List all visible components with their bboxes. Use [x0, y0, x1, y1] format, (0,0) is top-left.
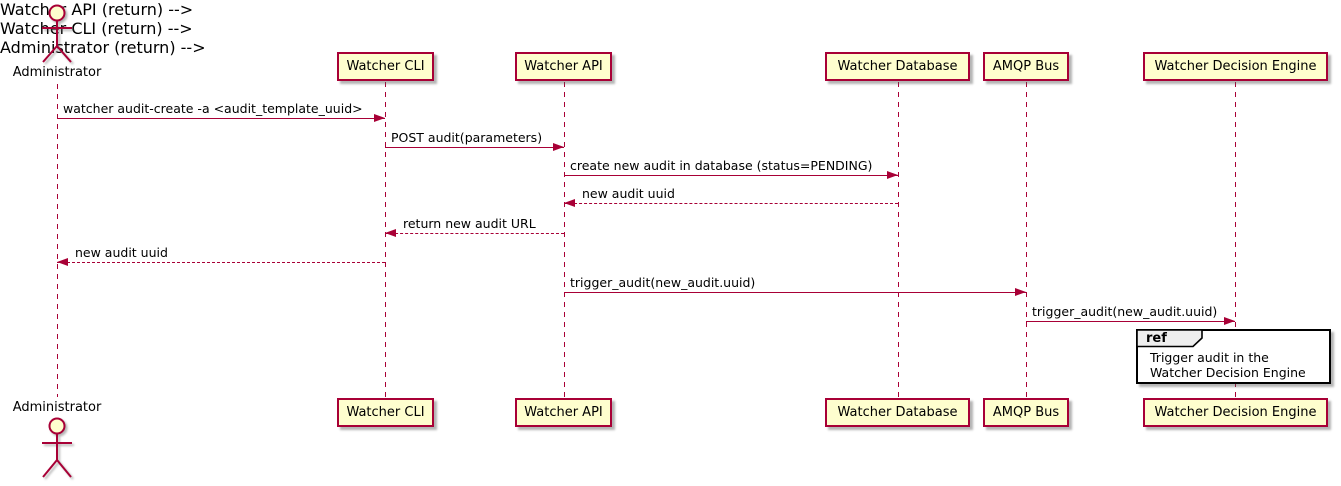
message-2-arrowhead [553, 143, 564, 151]
message-7-arrowhead [1015, 288, 1026, 296]
participant-watcher-api-bottom: Watcher API [515, 398, 612, 427]
ref-text-line-1: Trigger audit in the [1150, 350, 1269, 365]
message-3-label: create new audit in database (status=PEN… [570, 158, 873, 173]
lifeline-amqp-bus [1026, 82, 1027, 398]
message-5-label: return new audit URL [403, 216, 536, 231]
message-4-arrowhead [564, 199, 575, 207]
ref-keyword: ref [1146, 331, 1167, 346]
message-1-line [57, 118, 385, 119]
participant-amqp-bus-top: AMQP Bus [983, 52, 1069, 81]
ref-pentagon [1136, 329, 1203, 348]
message-2-label: POST audit(parameters) [391, 130, 543, 145]
message-3-arrowhead [887, 171, 898, 179]
message-1-label: watcher audit-create -a <audit_template_… [63, 101, 363, 116]
actor-label-top: Administrator [12, 65, 102, 80]
ref-fragment: ref Trigger audit in the Watcher Decisio… [1136, 329, 1331, 384]
administrator-actor-icon [42, 4, 72, 63]
participant-watcher-cli-bottom: Watcher CLI [337, 398, 434, 427]
message-8-label: trigger_audit(new_audit.uuid) [1032, 304, 1218, 319]
lifeline-watcher-cli [385, 82, 386, 398]
message-8-arrowhead [1224, 317, 1235, 325]
message-4-line [564, 203, 898, 204]
participant-amqp-bus-bottom: AMQP Bus [983, 398, 1069, 427]
lifeline-watcher-database [898, 82, 899, 398]
ref-text-line-2: Watcher Decision Engine [1150, 365, 1306, 380]
participant-watcher-database-top: Watcher Database [825, 52, 970, 81]
message-5-line [385, 233, 564, 234]
participant-watcher-decision-engine-bottom: Watcher Decision Engine [1143, 398, 1328, 427]
message-5-arrowhead [385, 229, 396, 237]
message-3-line [564, 175, 898, 176]
message-8-line [1026, 321, 1235, 322]
message-2-line [385, 147, 564, 148]
participant-watcher-decision-engine-top: Watcher Decision Engine [1143, 52, 1328, 81]
participant-watcher-database-bottom: Watcher Database [825, 398, 970, 427]
actor-label-bottom: Administrator [12, 400, 102, 415]
message-7-line [564, 292, 1026, 293]
lifeline-administrator [57, 84, 58, 397]
participant-watcher-api-top: Watcher API [515, 52, 612, 81]
message-1-arrowhead [374, 114, 385, 122]
message-6-line [57, 262, 385, 263]
administrator-actor-icon-bottom [42, 417, 72, 478]
message-7-label: trigger_audit(new_audit.uuid) [570, 275, 756, 290]
lifeline-watcher-api [564, 82, 565, 398]
participant-watcher-cli-top: Watcher CLI [337, 52, 434, 81]
lifeline-watcher-decision-engine [1235, 82, 1236, 398]
message-6-label: new audit uuid [75, 245, 168, 260]
message-6-arrowhead [57, 258, 68, 266]
message-4-label: new audit uuid [582, 186, 675, 201]
